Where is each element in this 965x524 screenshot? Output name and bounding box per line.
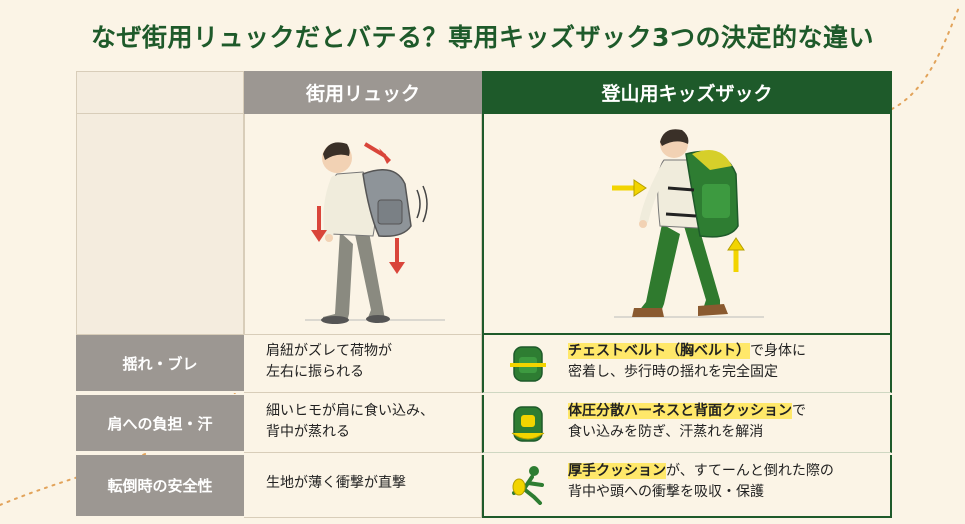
- page-title: なぜ街用リュックだとバテる？専用キッズザック3つの決定的な違い: [91, 23, 874, 52]
- street-fall-text: 生地が薄く衝撃が直撃: [244, 455, 482, 518]
- kids-shoulder-highlight: 体圧分散ハーネスと背面クッション: [568, 403, 792, 419]
- street-sway-line2: 左右に振られる: [266, 364, 364, 380]
- row-label-shoulder: 肩への負担・汗: [76, 395, 244, 453]
- kids-sway-line2: 密着し、歩行時の揺れを完全固定: [568, 364, 778, 380]
- backpack-chest-belt-icon: [510, 346, 546, 382]
- kids-fall-rest: が、すてーんと倒れた際の: [666, 463, 834, 479]
- backpack-harness-icon: [511, 406, 545, 442]
- falling-person-icon: [512, 466, 544, 505]
- street-fall-line1: 生地が薄く衝撃が直撃: [266, 475, 406, 491]
- street-shoulder-text: 細いヒモが肩に食い込み、 背中が蒸れる: [244, 395, 482, 453]
- row-label-fall-safety: 転倒時の安全性: [76, 455, 244, 518]
- row-label-sway: 揺れ・ブレ: [76, 335, 244, 393]
- street-shoulder-line1: 細いヒモが肩に食い込み、: [266, 403, 434, 419]
- kids-pack-illustration-cell: [482, 114, 892, 335]
- slouching-child-with-street-backpack-illustration: [305, 142, 445, 324]
- kids-shoulder-line2: 食い込みを防ぎ、汗蒸れを解消: [568, 424, 764, 440]
- header-empty-cell: [76, 71, 244, 114]
- kids-sway-text: チェストベルト（胸ベルト）で身体に 密着し、歩行時の揺れを完全固定: [482, 335, 892, 393]
- comparison-table: 街用リュック 登山用キッズザック: [76, 71, 892, 518]
- kids-sway-rest: で身体に: [750, 343, 806, 359]
- kids-fall-line2: 背中や頭への衝撃を吸収・保護: [568, 484, 764, 500]
- street-shoulder-line2: 背中が蒸れる: [266, 424, 350, 440]
- kids-shoulder-text: 体圧分散ハーネスと背面クッションで 食い込みを防ぎ、汗蒸れを解消: [482, 395, 892, 453]
- red-arrow-icons: [317, 142, 399, 264]
- street-sway-line1: 肩紐がズレて荷物が: [266, 343, 392, 359]
- street-backpack-illustration-cell: [244, 114, 482, 335]
- illustration-empty-cell: [76, 114, 244, 335]
- kids-fall-text: 厚手クッションが、すてーんと倒れた際の 背中や頭への衝撃を吸収・保護: [482, 455, 892, 518]
- upright-child-with-hiking-pack-illustration: [612, 129, 764, 318]
- kids-fall-highlight: 厚手クッション: [568, 463, 666, 479]
- kids-sway-highlight: チェストベルト（胸ベルト）: [568, 343, 750, 359]
- kids-shoulder-rest: で: [792, 403, 806, 419]
- street-sway-text: 肩紐がズレて荷物が 左右に振られる: [244, 335, 482, 393]
- header-street-backpack: 街用リュック: [244, 71, 482, 114]
- header-kids-hiking-pack: 登山用キッズザック: [482, 71, 892, 114]
